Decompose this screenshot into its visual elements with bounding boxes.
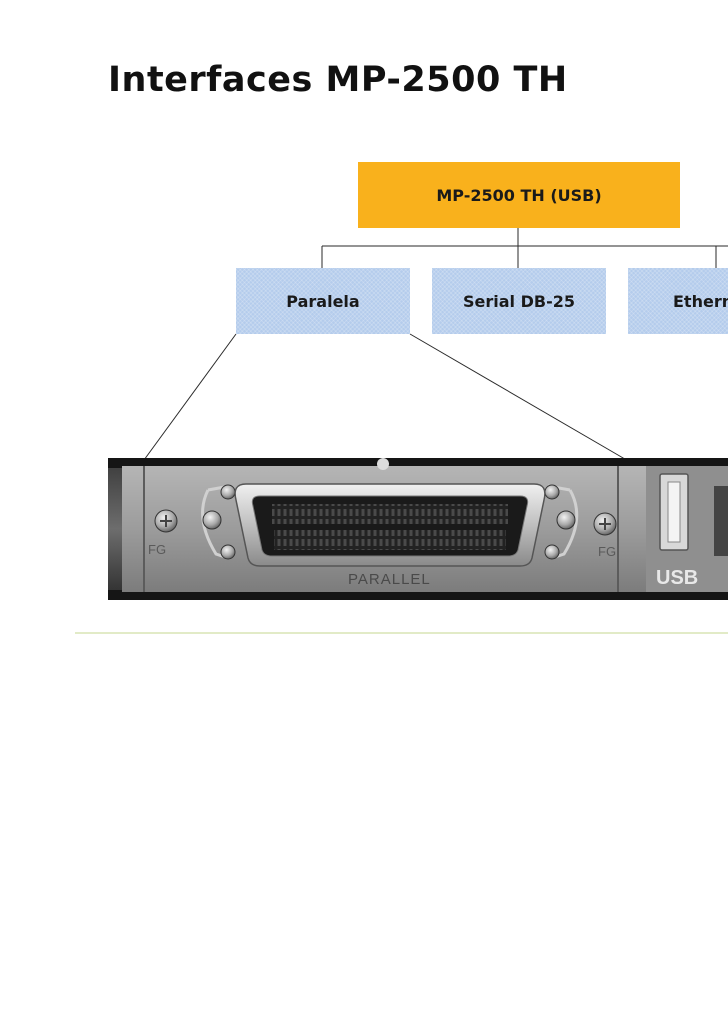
separator-line [75,632,728,634]
fg-label-right: FG [598,544,616,559]
zoom-line-right [409,333,631,463]
connector-pins [272,504,508,524]
child-node-paralela: Paralela [236,268,410,334]
screw-icon [202,510,222,530]
screw-icon [556,510,576,530]
child-node-serial: Serial DB-25 [432,268,606,334]
zoom-line-left [143,333,237,461]
child-node-ethernet: Ethernet [628,268,728,334]
usb-label: USB [656,567,698,589]
printer-port-photo: FG FG PARALLEL USB [108,458,728,600]
root-node: MP-2500 TH (USB) [358,162,680,228]
page-title: Interfaces MP-2500 TH [108,60,568,100]
parallel-label: PARALLEL [348,571,431,588]
fg-label-left: FG [148,542,166,557]
